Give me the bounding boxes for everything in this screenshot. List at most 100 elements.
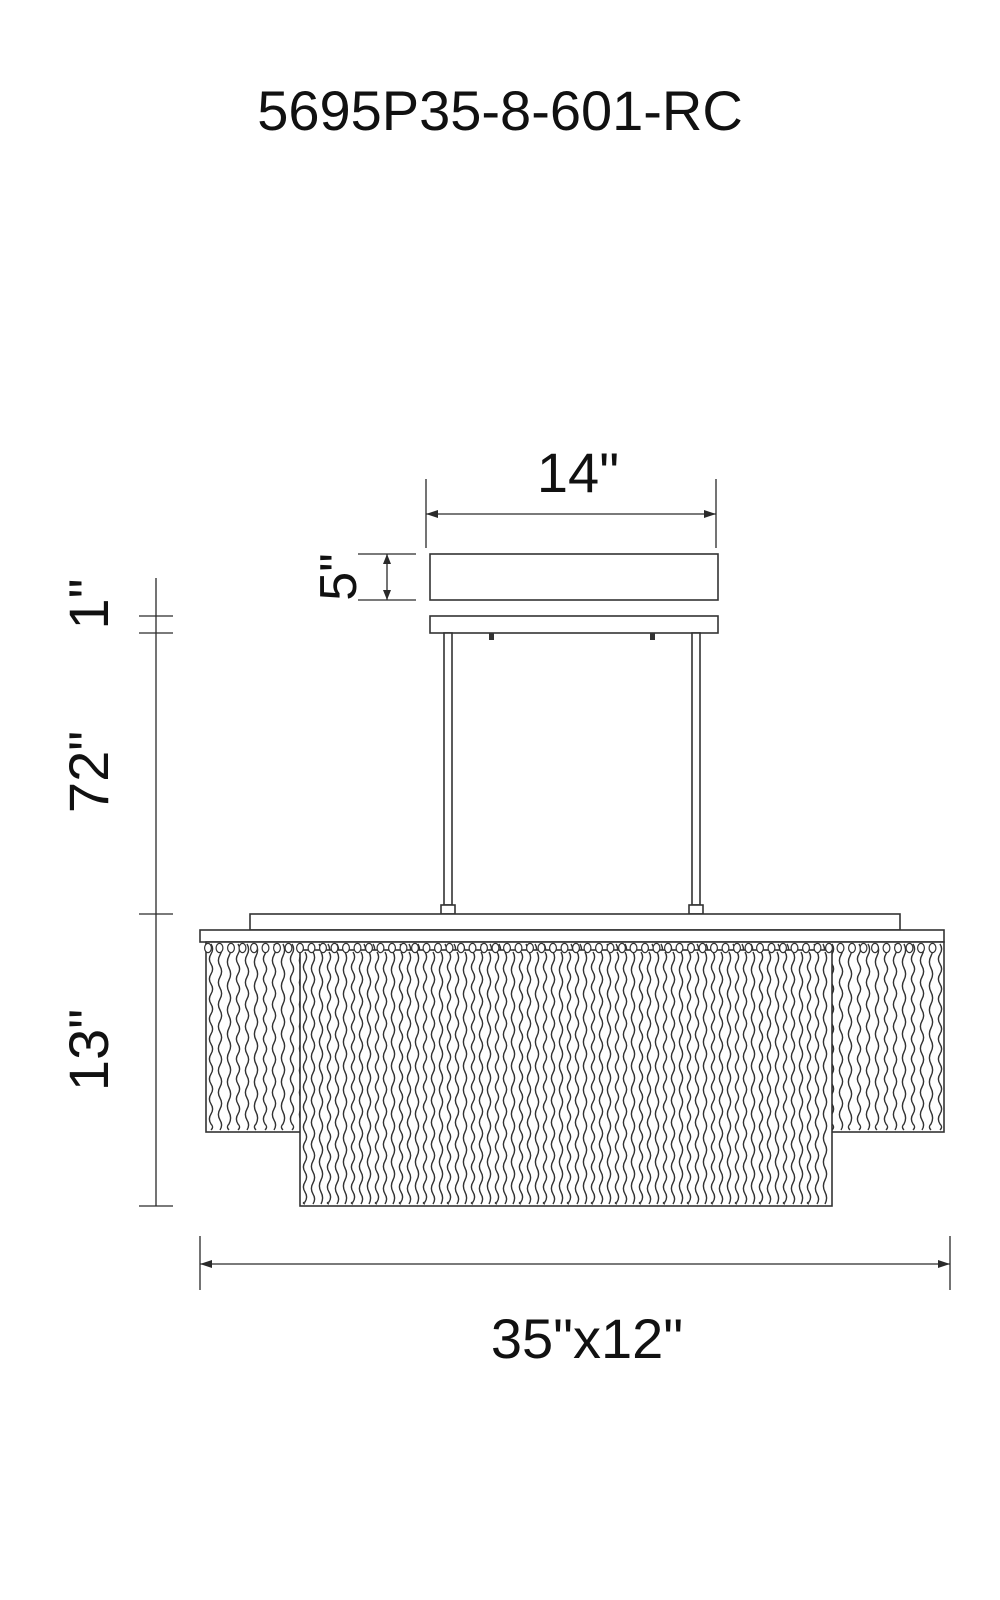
inner-tier-strand — [686, 951, 692, 1205]
crystal-bead — [411, 942, 420, 954]
outer-tier-strand — [289, 943, 295, 1131]
crystal-bead — [767, 942, 776, 954]
inner-tier-strand — [534, 951, 540, 1205]
inner-tier-strand — [318, 951, 324, 1205]
crystal-bead — [663, 942, 672, 954]
inner-tier-strand — [726, 951, 732, 1205]
suspension-rod-left — [443, 632, 453, 906]
inner-tier-strand — [414, 951, 420, 1205]
crystal-bead — [296, 942, 305, 954]
outer-tier-strand — [253, 943, 259, 1131]
inner-tier-strand — [374, 951, 380, 1205]
inner-tier-strand — [630, 951, 636, 1205]
inner-tier-strand — [694, 951, 700, 1205]
inner-tier-strand — [734, 951, 740, 1205]
inner-tier-strand — [334, 951, 340, 1205]
outer-tier-strand — [271, 943, 277, 1131]
inner-tier-strand — [566, 951, 572, 1205]
crystal-bead — [721, 942, 730, 954]
inner-tier-strand — [398, 951, 404, 1205]
inner-tier-strand — [622, 951, 628, 1205]
crystal-bead — [698, 942, 707, 954]
outer-tier-strand — [226, 943, 232, 1131]
crystal-bead — [468, 942, 477, 954]
crystal-bead — [893, 942, 902, 954]
outer-tier-strand — [244, 943, 250, 1131]
inner-tier-strand — [806, 951, 812, 1205]
inner-tier-strand — [702, 951, 708, 1205]
crystal-bead — [284, 942, 293, 954]
crystal-bead — [905, 942, 914, 954]
outer-tier-strand — [865, 943, 871, 1131]
outer-tier-strand — [874, 943, 880, 1131]
inner-tier-strand — [462, 951, 468, 1205]
inner-tier-strand — [478, 951, 484, 1205]
crystal-bead — [261, 942, 270, 954]
inner-tier-strand — [742, 951, 748, 1205]
crystal-bead — [307, 942, 316, 954]
inner-tier-strand — [782, 951, 788, 1205]
crystal-bead — [675, 942, 684, 954]
crystal-bead — [709, 942, 718, 954]
outer-tier-strand — [883, 943, 889, 1131]
inner-tier-strand — [646, 951, 652, 1205]
inner-tier-strand — [470, 951, 476, 1205]
plate-height-label: 1" — [57, 578, 120, 629]
inner-tier-strand — [614, 951, 620, 1205]
inner-tier-strand — [558, 951, 564, 1205]
inner-tier-strand — [350, 951, 356, 1205]
inner-tier-strand — [654, 951, 660, 1205]
crystal-bead-row — [204, 942, 937, 954]
inner-tier-strand — [670, 951, 676, 1205]
crystal-bead — [571, 942, 580, 954]
crystal-bead — [480, 942, 489, 954]
inner-tier-strand — [598, 951, 604, 1205]
suspension-rod-right — [691, 632, 701, 906]
crystal-bead — [732, 942, 741, 954]
inner-tier-strand — [662, 951, 668, 1205]
crystal-bead — [870, 942, 879, 954]
crystal-bead — [744, 942, 753, 954]
inner-tier-strand — [526, 951, 532, 1205]
outer-tier-strand — [856, 943, 862, 1131]
canopy-plate — [429, 615, 719, 634]
crystal-bead — [640, 942, 649, 954]
vertical-dimension-line — [139, 578, 173, 1207]
inner-tier-strand — [814, 951, 820, 1205]
inner-tier-strand — [718, 951, 724, 1205]
inner-crystal-tier — [299, 949, 833, 1207]
crystal-bead — [250, 942, 259, 954]
inner-tier-strand — [406, 951, 412, 1205]
outer-tier-strand — [847, 943, 853, 1131]
crystal-bead — [755, 942, 764, 954]
crystal-bead — [928, 942, 937, 954]
plate-screw-right — [650, 633, 655, 640]
outer-tier-strand — [910, 943, 916, 1131]
inner-tier-strand — [510, 951, 516, 1205]
inner-tier-strand — [574, 951, 580, 1205]
fixture-top-frame — [249, 913, 901, 931]
crystal-bead — [215, 942, 224, 954]
rod-socket-left — [440, 904, 456, 915]
outer-tier-strand — [235, 943, 241, 1131]
crystal-bead — [859, 942, 868, 954]
inner-tier-strand — [390, 951, 396, 1205]
model-number: 5695P35-8-601-RC — [257, 79, 743, 142]
crystal-bead — [434, 942, 443, 954]
crystal-bead — [801, 942, 810, 954]
inner-tier-strand — [790, 951, 796, 1205]
crystal-bead — [686, 942, 695, 954]
inner-tier-strand — [422, 951, 428, 1205]
crystal-bead — [617, 942, 626, 954]
inner-tier-strand — [582, 951, 588, 1205]
crystal-bead — [778, 942, 787, 954]
inner-tier-strand — [446, 951, 452, 1205]
crystal-bead — [491, 942, 500, 954]
crystal-bead — [537, 942, 546, 954]
inner-tier-strand — [550, 951, 556, 1205]
crystal-bead — [238, 942, 247, 954]
crystal-bead — [548, 942, 557, 954]
outer-tier-strand — [217, 943, 223, 1131]
inner-tier-strand — [454, 951, 460, 1205]
crystal-bead — [399, 942, 408, 954]
